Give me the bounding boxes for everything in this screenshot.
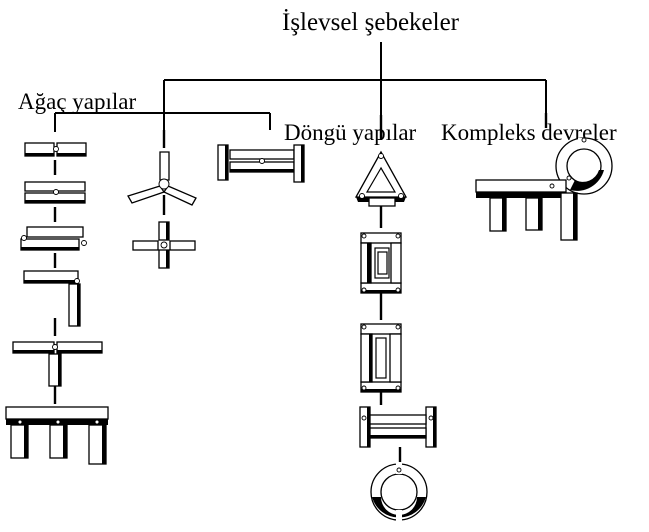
tree-piece-offset-bar	[20, 226, 87, 251]
tree-piece-tripod	[127, 130, 197, 215]
loop-piece-ladder	[359, 406, 437, 448]
loop-structures-column	[354, 115, 437, 522]
loop-piece-square	[360, 323, 402, 393]
tree-structures-column	[5, 142, 109, 465]
loop-piece-triangle	[354, 150, 408, 207]
tree-piece-split-segment	[24, 142, 87, 157]
tree-piece-l-shape	[23, 270, 81, 327]
tree-piece-cross	[132, 221, 196, 269]
hierarchy-connectors	[54, 42, 547, 132]
loop-piece-ring	[370, 462, 428, 522]
complex-circuit-piece	[475, 113, 613, 241]
diagram-title: İşlevsel şebekeler	[282, 9, 460, 36]
category-label-tree: Ağaç yapılar	[18, 89, 136, 114]
tree-piece-h-bar	[217, 144, 305, 183]
loop-piece-square-framed	[360, 232, 402, 294]
tree-piece-double-bar	[24, 181, 86, 204]
tree-piece-comb	[5, 406, 109, 465]
category-label-loop: Döngü yapılar	[284, 120, 417, 145]
tree-piece-t-shape	[12, 341, 103, 387]
